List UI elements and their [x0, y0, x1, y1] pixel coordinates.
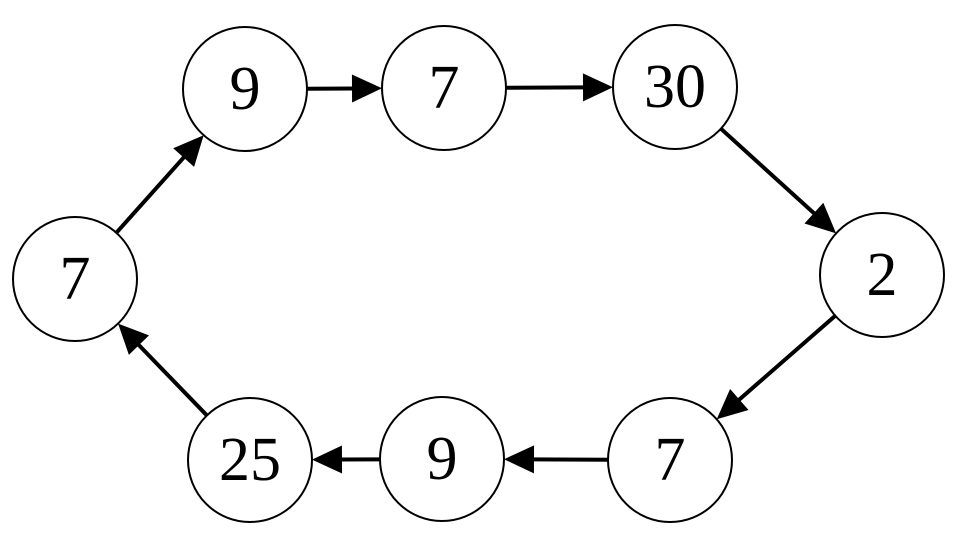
arrowhead-icon: [804, 202, 837, 234]
node-circle: [379, 396, 505, 522]
node-circle: [12, 216, 138, 342]
node-circle: [819, 212, 945, 338]
graph-edge: [719, 127, 837, 234]
node-label: 30: [644, 53, 706, 121]
node-label: 7: [655, 426, 686, 494]
graph-edge: [118, 323, 209, 417]
graph-edge: [114, 135, 204, 235]
node-circle: [381, 25, 507, 151]
node-circle: [607, 397, 733, 523]
arrowhead-icon: [311, 445, 343, 474]
arrowhead-icon: [351, 74, 383, 103]
graph-edge: [716, 314, 837, 420]
node-label: 7: [429, 54, 460, 122]
graph-edge: [505, 73, 614, 102]
graph-node: 30: [612, 24, 738, 150]
graph-node: 7: [12, 216, 138, 342]
node-circle: [182, 26, 308, 152]
node-circle: [612, 24, 738, 150]
graph-node: 9: [182, 26, 308, 152]
edge-line: [736, 314, 837, 403]
edge-line: [719, 127, 817, 216]
graph-node: 25: [187, 397, 313, 523]
arrowhead-icon: [582, 73, 614, 102]
graph-node: 7: [381, 25, 507, 151]
graph-node: 7: [607, 397, 733, 523]
node-label: 7: [60, 245, 91, 313]
arrowhead-icon: [173, 135, 204, 167]
node-label: 25: [219, 426, 281, 494]
graph-node: 2: [819, 212, 945, 338]
edge-line: [114, 154, 187, 235]
graph-edge: [503, 445, 609, 474]
node-label: 9: [230, 55, 261, 123]
node-label: 2: [867, 241, 898, 309]
arrowhead-icon: [716, 388, 749, 420]
arrowhead-icon: [503, 445, 535, 474]
node-label: 9: [427, 425, 458, 493]
arrowhead-icon: [118, 323, 150, 355]
node-circle: [187, 397, 313, 523]
edge-line: [136, 342, 209, 417]
graph-edge: [306, 74, 383, 103]
graph-edge: [311, 445, 381, 474]
graph-node: 9: [379, 396, 505, 522]
